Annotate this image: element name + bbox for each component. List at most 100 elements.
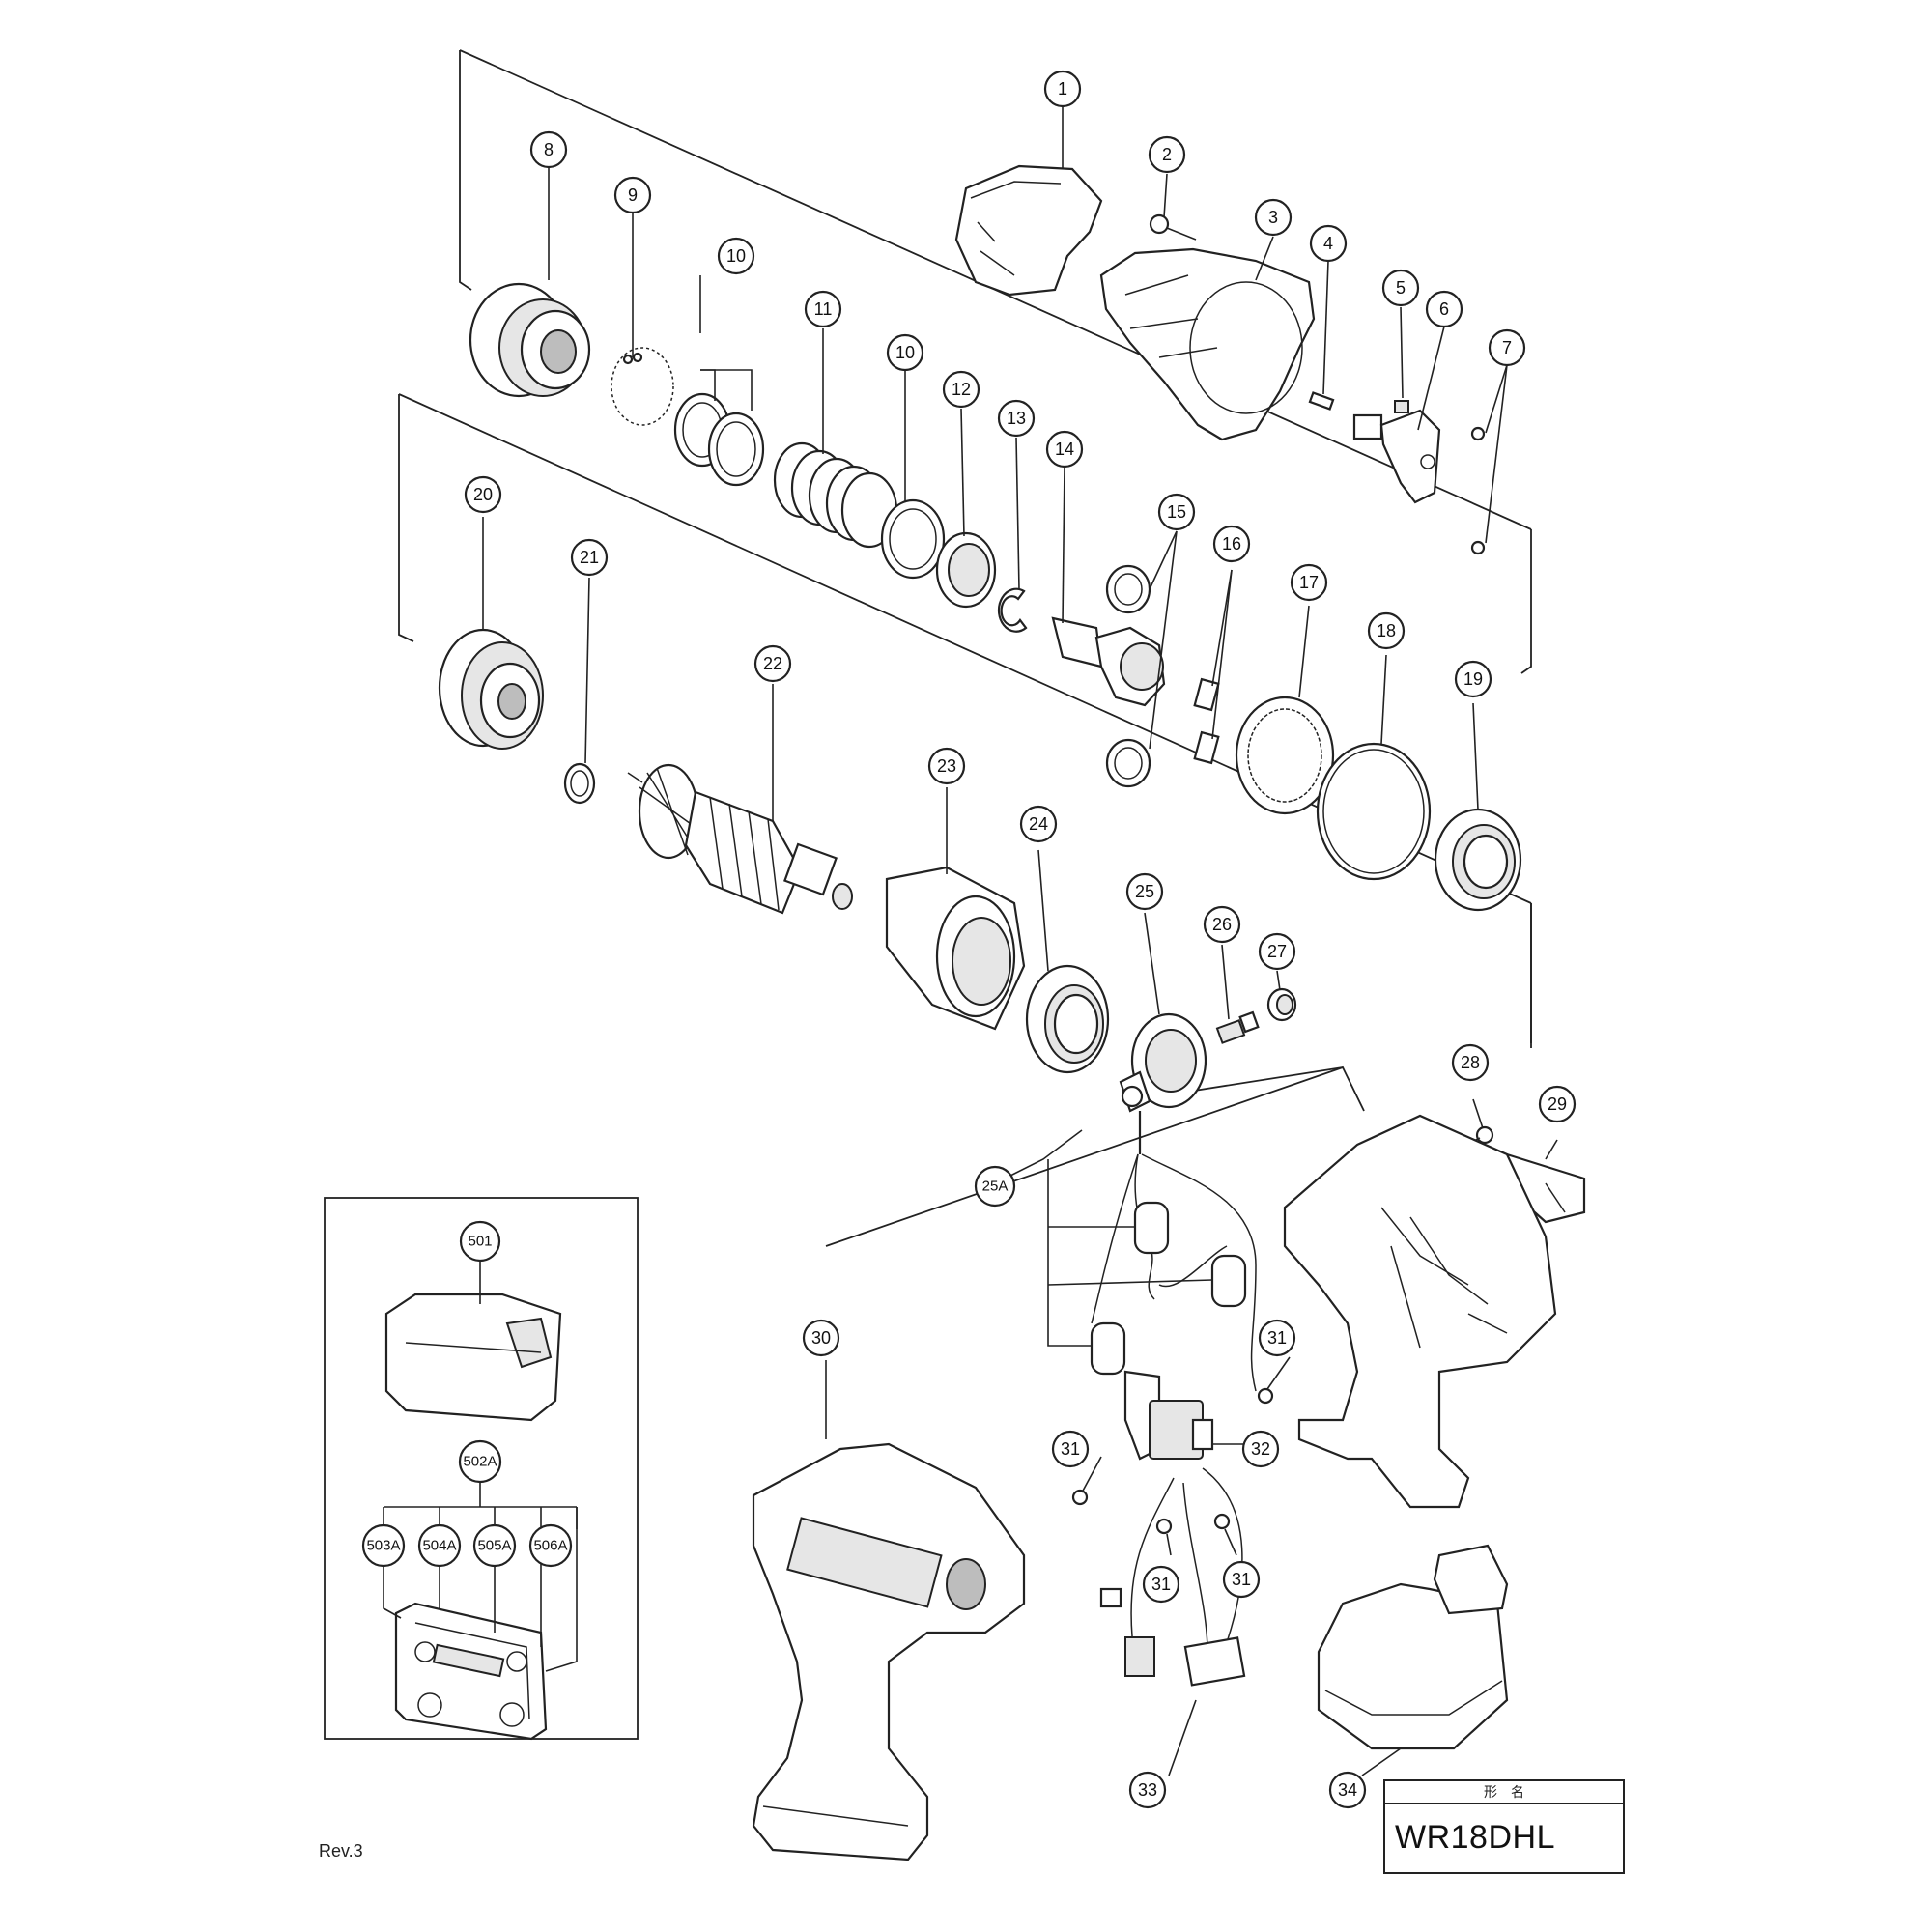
callout-18: 18 [1367, 611, 1406, 650]
svg-text:504A: 504A [422, 1538, 456, 1554]
svg-text:29: 29 [1548, 1094, 1567, 1114]
callout-505a: 505A [472, 1523, 517, 1568]
callout-16: 16 [1212, 525, 1251, 563]
svg-text:32: 32 [1251, 1439, 1270, 1459]
svg-text:506A: 506A [533, 1538, 567, 1554]
carrying-case-part [394, 1602, 548, 1741]
screw-part-2 [1149, 213, 1197, 241]
svg-text:4: 4 [1323, 234, 1333, 253]
retaining-ring-part [997, 587, 1028, 633]
washer-part-21 [563, 762, 596, 805]
steel-balls-part [611, 347, 674, 426]
screw-part-5 [1394, 400, 1409, 413]
ferrite-core-part [1090, 1201, 1247, 1376]
svg-text:501: 501 [468, 1234, 492, 1250]
o-ring-part [1316, 742, 1432, 881]
spindle-part [1051, 616, 1166, 707]
callout-6: 6 [1425, 290, 1463, 328]
svg-text:6: 6 [1439, 299, 1449, 319]
title-block: 形 名 WR18DHL [1383, 1779, 1625, 1874]
callout-15: 15 [1157, 493, 1196, 531]
svg-text:25A: 25A [982, 1179, 1009, 1195]
callout-3: 3 [1254, 198, 1293, 237]
charger-part [384, 1293, 562, 1422]
armature-part [627, 763, 853, 915]
callout-31a: 31 [1258, 1319, 1296, 1357]
bearing-holder-part [1025, 964, 1110, 1074]
svg-text:34: 34 [1338, 1780, 1357, 1800]
callout-501: 501 [459, 1220, 501, 1263]
svg-text:11: 11 [814, 299, 833, 319]
callout-1: 1 [1043, 70, 1082, 108]
svg-text:16: 16 [1222, 534, 1241, 554]
svg-text:5: 5 [1396, 278, 1406, 298]
svg-text:33: 33 [1138, 1780, 1157, 1800]
callout-14: 14 [1045, 430, 1084, 469]
svg-text:22: 22 [763, 654, 782, 673]
callout-28: 28 [1451, 1043, 1490, 1082]
svg-text:19: 19 [1463, 669, 1483, 689]
svg-text:10: 10 [726, 246, 746, 266]
callout-24: 24 [1019, 805, 1058, 843]
housing-left-half-part [752, 1442, 1026, 1861]
svg-text:10: 10 [895, 343, 915, 362]
svg-text:31: 31 [1061, 1439, 1080, 1459]
callout-29: 29 [1538, 1085, 1577, 1123]
callout-33: 33 [1128, 1771, 1167, 1809]
callout-2: 2 [1148, 135, 1186, 174]
revision-label: Rev.3 [319, 1841, 363, 1861]
svg-text:503A: 503A [366, 1538, 400, 1554]
svg-text:13: 13 [1007, 409, 1026, 428]
callout-26: 26 [1203, 905, 1241, 944]
svg-text:31: 31 [1151, 1575, 1171, 1594]
callout-31d: 31 [1222, 1560, 1261, 1599]
callout-31b: 31 [1051, 1430, 1090, 1468]
svg-text:7: 7 [1502, 338, 1512, 357]
callout-17: 17 [1290, 563, 1328, 602]
anvil-part [1352, 409, 1441, 504]
gear-case-part [438, 628, 544, 750]
svg-text:2: 2 [1162, 145, 1172, 164]
callout-19: 19 [1454, 660, 1492, 698]
svg-text:12: 12 [952, 380, 971, 399]
ball-bearing-part-27 [1266, 987, 1297, 1022]
callout-504a: 504A [417, 1523, 462, 1568]
callout-32: 32 [1241, 1430, 1280, 1468]
callout-23: 23 [927, 747, 966, 785]
svg-text:18: 18 [1377, 621, 1396, 640]
callout-9: 9 [613, 176, 652, 214]
callout-25a: 25A [974, 1165, 1016, 1208]
svg-text:3: 3 [1268, 208, 1278, 227]
svg-text:1: 1 [1058, 79, 1067, 99]
stator-part [885, 866, 1026, 1031]
svg-text:26: 26 [1212, 915, 1232, 934]
upper-assembly-frame [459, 49, 1532, 674]
callout-31c: 31 [1142, 1565, 1180, 1604]
svg-text:502A: 502A [463, 1454, 497, 1470]
hammer-part [469, 282, 591, 398]
callout-12: 12 [942, 370, 980, 409]
switch-part [1123, 1370, 1214, 1461]
washer-pair-part [673, 392, 765, 487]
terminal-screw-part [1071, 1387, 1274, 1535]
callout-506a: 506A [528, 1523, 573, 1568]
svg-text:505A: 505A [477, 1538, 511, 1554]
callout-13: 13 [997, 399, 1036, 438]
needle-pin-part [1193, 677, 1220, 765]
callout-10b: 10 [886, 333, 924, 372]
steel-ball-part [1470, 426, 1486, 555]
ball-bearing-part-19 [1434, 808, 1522, 912]
svg-text:15: 15 [1167, 502, 1186, 522]
svg-text:31: 31 [1232, 1570, 1251, 1589]
leader-lines [383, 106, 1558, 1776]
battery-part [1317, 1544, 1509, 1750]
idle-gear-part [1105, 564, 1151, 788]
svg-text:25: 25 [1135, 882, 1154, 901]
carbon-brush-part [1215, 1010, 1260, 1044]
callout-11: 11 [804, 290, 842, 328]
callout-5: 5 [1381, 269, 1420, 307]
svg-text:23: 23 [937, 756, 956, 776]
svg-text:17: 17 [1299, 573, 1319, 592]
washer-part-12 [935, 531, 997, 609]
